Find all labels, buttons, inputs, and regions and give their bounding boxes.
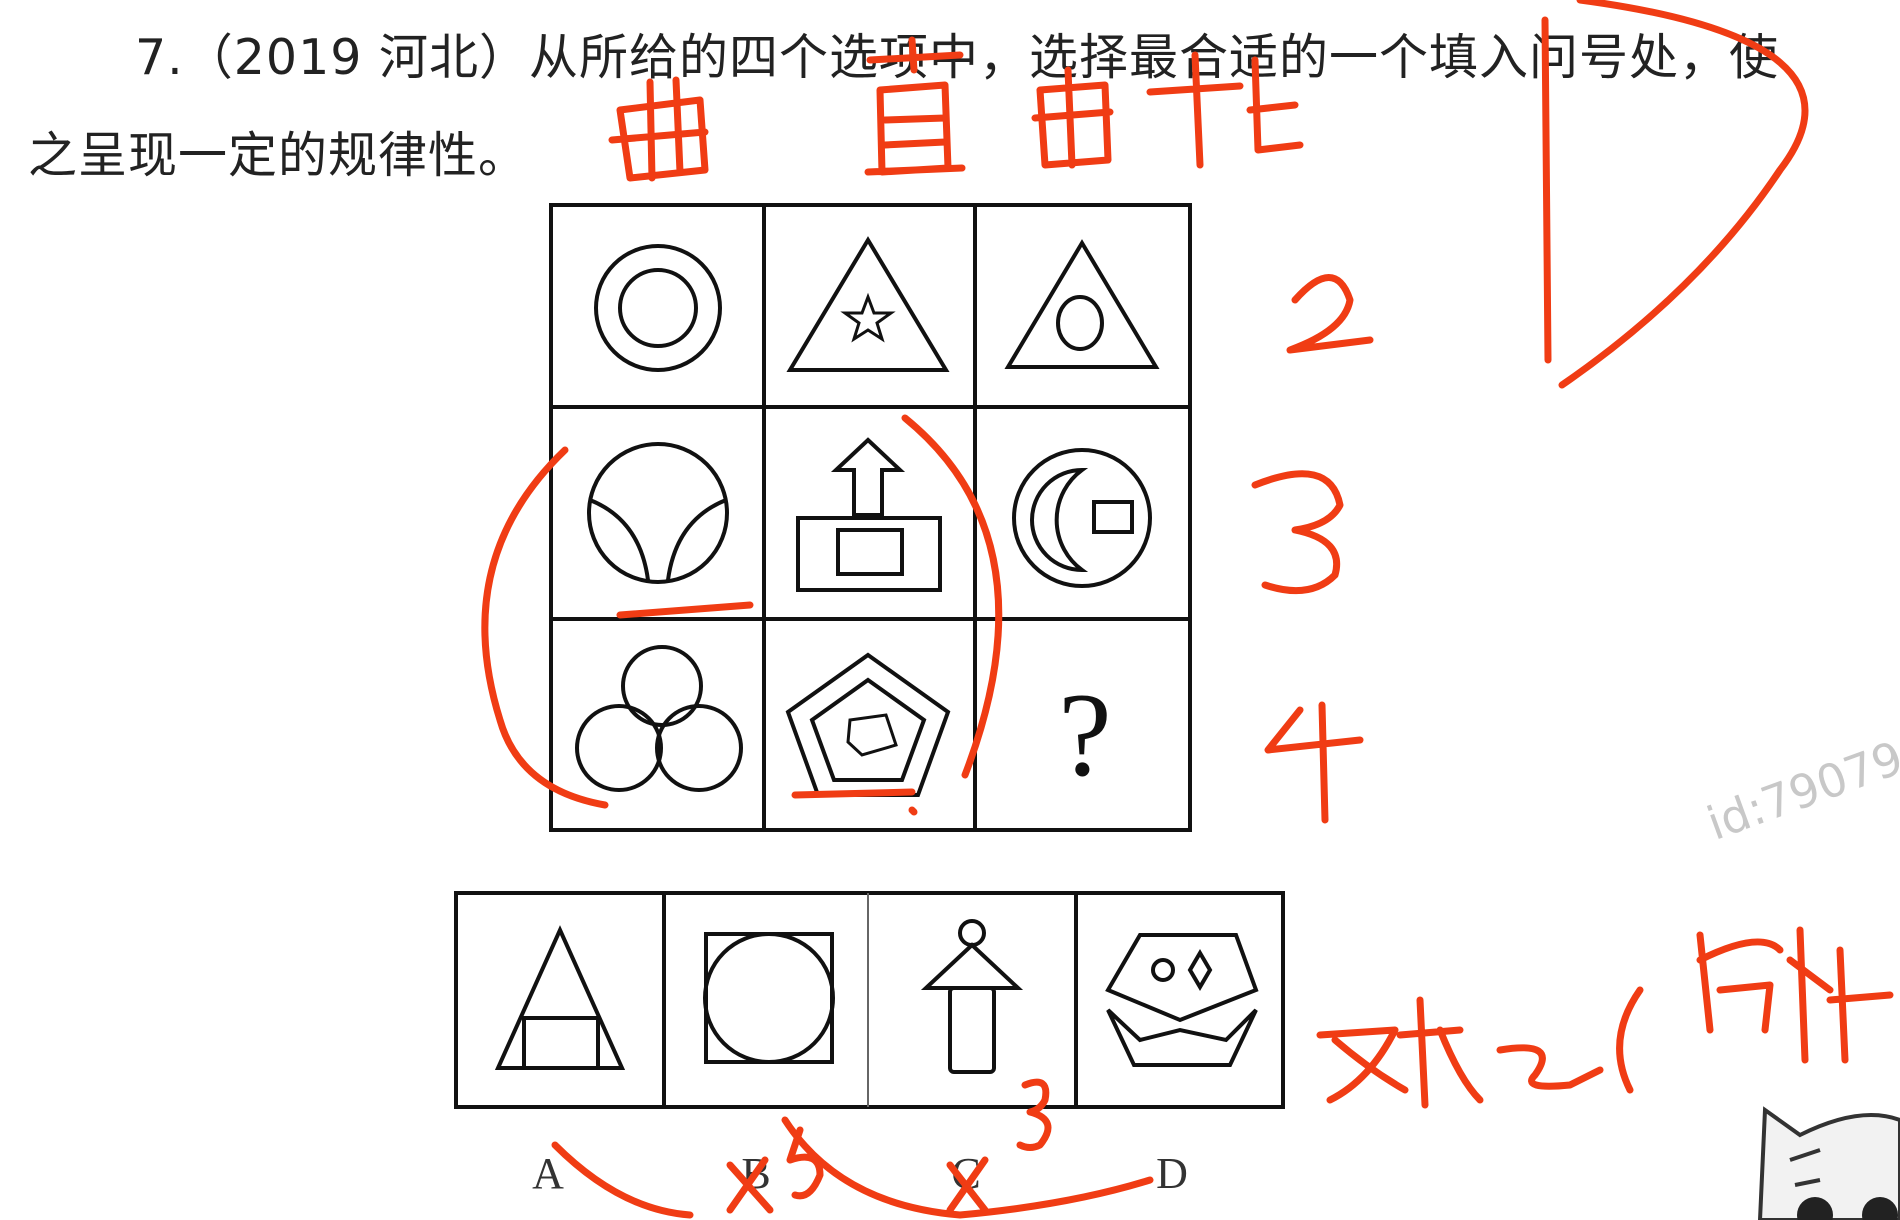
nested-pentagon-figure <box>785 652 951 797</box>
handwritten-side-note <box>1316 926 1894 1109</box>
question-text-line-2: 之呈现一定的规律性。 <box>28 127 529 184</box>
circle-curves-figure <box>587 442 729 584</box>
option-d-figure <box>1105 933 1259 1067</box>
handwritten-option-marks <box>551 1078 1154 1219</box>
double-circle-figure <box>594 244 722 372</box>
handwritten-answer-d <box>1541 0 1809 389</box>
option-c-figure <box>920 919 1024 1074</box>
handwritten-row-count-4 <box>1264 701 1364 824</box>
option-b-figure <box>703 932 835 1064</box>
options-strip <box>454 891 1285 1109</box>
triangle-star-figure <box>786 236 950 372</box>
option-label-d: D <box>1156 1149 1188 1198</box>
handwritten-row-count-3 <box>1251 470 1344 595</box>
option-a-figure <box>494 925 626 1070</box>
arrow-box-figure <box>796 437 942 592</box>
handwritten-row-count-2 <box>1286 274 1374 354</box>
handwritten-brackets <box>481 414 1003 816</box>
question-mark: ? <box>1058 668 1111 801</box>
puzzle-grid <box>549 203 1192 832</box>
triangle-oval-figure <box>1004 239 1160 369</box>
mascot-avatar <box>1757 1106 1900 1220</box>
circle-crescent-figure <box>1012 448 1152 588</box>
three-circles-figure <box>575 645 743 792</box>
option-label-a: A <box>532 1149 564 1198</box>
handwritten-top-note <box>608 36 1304 182</box>
